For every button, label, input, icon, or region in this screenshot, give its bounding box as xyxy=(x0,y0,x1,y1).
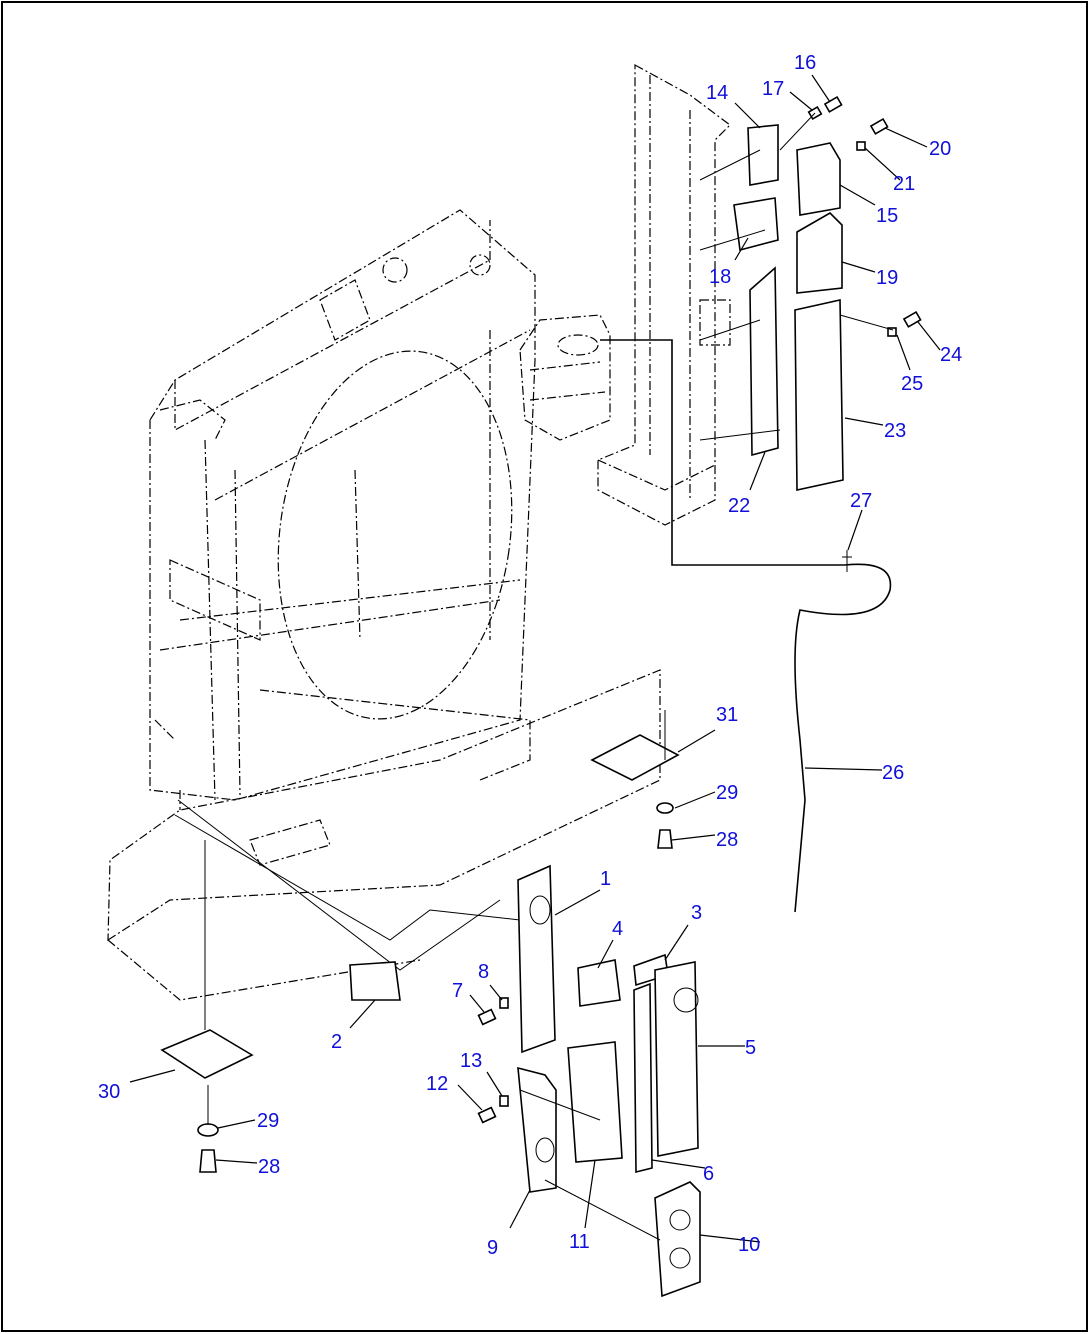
callout-4: 4 xyxy=(612,918,623,940)
part-6 xyxy=(633,982,653,1174)
part-29-left xyxy=(197,1123,219,1137)
part-25 xyxy=(887,327,897,337)
radiator-assembly xyxy=(149,209,536,801)
callout-26: 26 xyxy=(882,762,904,784)
part-29-right xyxy=(656,802,674,814)
part-20 xyxy=(869,117,889,135)
part-11 xyxy=(567,1041,623,1163)
overflow-hose xyxy=(794,563,892,913)
part-7 xyxy=(477,1008,497,1026)
part-14 xyxy=(747,124,779,186)
part-8 xyxy=(499,997,509,1009)
part-9 xyxy=(517,1066,557,1193)
part-5 xyxy=(654,961,699,1157)
callout-21: 21 xyxy=(893,173,915,195)
part-24 xyxy=(902,310,922,328)
callout-31: 31 xyxy=(716,704,738,726)
callout-15: 15 xyxy=(876,205,898,227)
callout-13: 13 xyxy=(460,1050,482,1072)
callout-30: 30 xyxy=(98,1081,120,1103)
callout-28-right: 28 xyxy=(716,829,738,851)
part-1 xyxy=(517,864,556,1054)
part-15 xyxy=(796,142,841,216)
callout-1: 1 xyxy=(600,868,611,890)
part-13 xyxy=(499,1095,509,1107)
reservoir-tank xyxy=(519,314,611,441)
callout-9: 9 xyxy=(487,1237,498,1259)
part-16 xyxy=(823,95,843,113)
part-4 xyxy=(577,959,621,1007)
hose-line xyxy=(600,339,845,566)
part-23 xyxy=(794,299,844,491)
callout-6: 6 xyxy=(703,1163,714,1185)
part-21 xyxy=(856,141,866,151)
hose-clip xyxy=(842,550,852,572)
callout-12: 12 xyxy=(426,1073,448,1095)
callout-25: 25 xyxy=(901,373,923,395)
mount-pad-right xyxy=(590,710,680,849)
callout-16: 16 xyxy=(794,52,816,74)
callout-24: 24 xyxy=(940,344,962,366)
callout-29-right: 29 xyxy=(716,782,738,804)
callout-18: 18 xyxy=(709,266,731,288)
part-10 xyxy=(654,1181,701,1298)
callout-27: 27 xyxy=(850,490,872,512)
callout-7: 7 xyxy=(452,980,463,1002)
callout-labels: 1 2 3 4 5 6 7 8 9 10 11 12 13 14 15 16 1… xyxy=(98,52,962,1259)
leader-lines xyxy=(129,74,941,1243)
callout-2: 2 xyxy=(331,1031,342,1053)
part-12 xyxy=(477,1106,497,1124)
part-28-left xyxy=(199,1149,217,1173)
callout-29-left: 29 xyxy=(257,1110,279,1132)
part-22 xyxy=(749,266,779,457)
side-plate xyxy=(597,63,731,526)
callout-5: 5 xyxy=(745,1037,756,1059)
callout-20: 20 xyxy=(929,138,951,160)
callout-3: 3 xyxy=(691,902,702,924)
cover-parts-upper xyxy=(699,95,922,491)
callout-11: 11 xyxy=(569,1231,590,1253)
callout-10: 10 xyxy=(738,1234,760,1256)
callout-8: 8 xyxy=(478,961,489,983)
callout-17: 17 xyxy=(762,78,784,100)
callout-14: 14 xyxy=(706,82,728,104)
cover-parts-lower xyxy=(174,799,701,1298)
callout-28-left: 28 xyxy=(258,1156,280,1178)
part-2 xyxy=(349,961,401,1001)
part-19 xyxy=(796,212,843,294)
callout-19: 19 xyxy=(876,267,898,289)
callout-22: 22 xyxy=(728,495,750,517)
part-28-right xyxy=(657,829,673,849)
part-18 xyxy=(733,197,779,252)
callout-23: 23 xyxy=(884,420,906,442)
part-30 xyxy=(160,1029,254,1079)
base-plate xyxy=(107,669,661,1001)
mount-pad-left xyxy=(160,840,254,1173)
part-31 xyxy=(590,734,680,781)
